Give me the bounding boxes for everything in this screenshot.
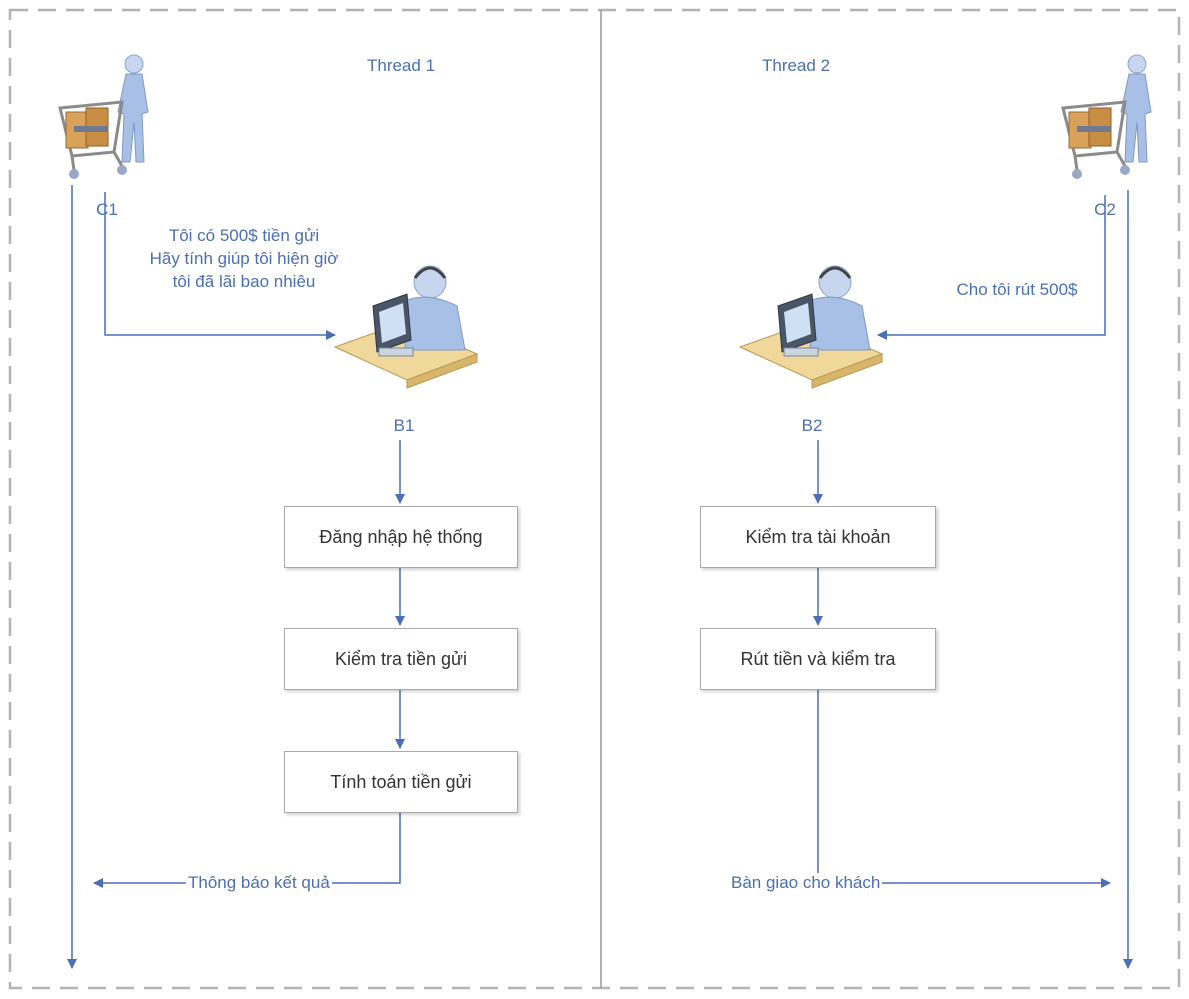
thread-1-result-label: Thông báo kết quả [186,873,332,894]
t2-step2-to-result-arrow [817,690,1111,888]
thread-2-result-label: Bàn giao cho khách [729,873,883,894]
customer-c2-label: C2 [1094,200,1116,219]
c1-request-line-1: Tôi có 500$ tiền gửi [168,226,320,245]
c1-request-text: Tôi có 500$ tiền gửi Hãy tính giúp tôi h… [149,224,339,293]
customer-c2-icon [1061,54,1152,179]
banker-b2-icon [738,265,884,389]
c1-to-b1-arrow [104,192,336,340]
customer-c1-label: C1 [96,200,118,219]
step-calc-deposit-box: Tính toán tiền gửi [284,751,518,813]
c1-request-line-3: tôi đã lãi bao nhiêu [172,272,316,291]
c2-request-text: Cho tôi rút 500$ [956,278,1078,301]
outer-dashed-border [8,8,1181,990]
step-check-account-box: Kiểm tra tài khoản [700,506,936,568]
step-login-box: Đăng nhập hệ thống [284,506,518,568]
c1-request-line-2: Hãy tính giúp tôi hiện giờ [149,249,339,268]
banker-b2-label: B2 [801,416,823,437]
step-check-deposit-box: Kiểm tra tiền gửi [284,628,518,690]
banker-b1-label: B1 [393,416,415,437]
step-withdraw-box: Rút tiền và kiểm tra [700,628,936,690]
thread-2-title: Thread 2 [761,56,831,75]
customer-c1-icon [58,54,149,179]
banker-b1-icon [333,265,479,389]
thread-1-title: Thread 1 [366,56,436,75]
c2-to-b2-arrow [877,195,1106,340]
c2-request-line-1: Cho tôi rút 500$ [956,280,1078,299]
